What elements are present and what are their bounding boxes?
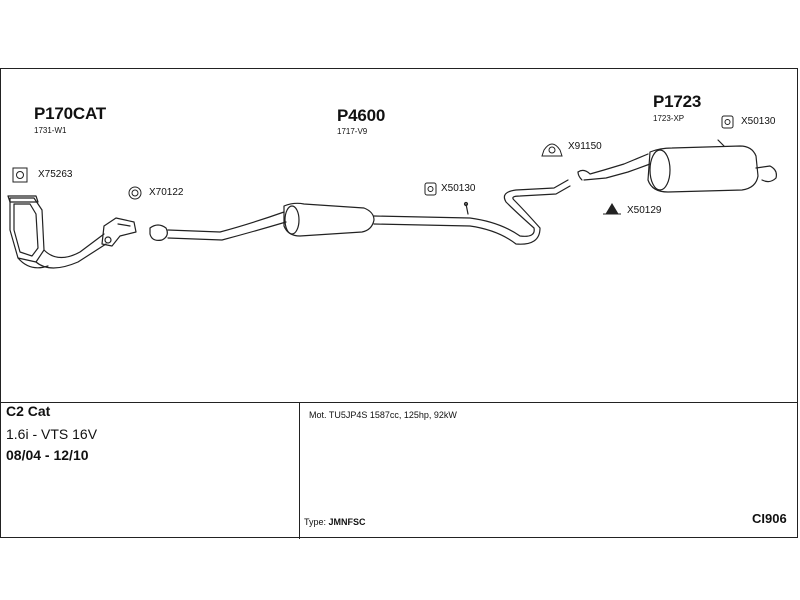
accessory-label: X50130 [441,183,476,194]
gasket-square-icon [12,167,28,183]
part-code-catalytic: P170CAT [34,104,106,123]
part-code-middle: P4600 [337,106,386,125]
type-label-text: Type: [304,517,327,527]
diagram-code: CI906 [752,511,787,526]
part-ref-rear: 1723-XP [653,114,685,123]
vehicle-dates: 08/04 - 12/10 [6,447,89,463]
rubber-hanger-icon [424,182,437,196]
divider-vertical [299,402,300,539]
vehicle-model: C2 Cat [6,403,51,419]
rear-silencer [577,139,777,193]
accessory-label: X75263 [38,169,73,180]
divider-horizontal [1,402,797,403]
accessory-label: X50130 [741,116,776,127]
ring-gasket-icon [128,186,142,200]
part-code-rear: P1723 [653,92,702,111]
part-ref-middle: 1717-V9 [337,127,368,136]
diagram-sheet [0,68,798,539]
catalytic-converter [7,195,137,269]
rubber-mount-icon [603,203,621,215]
type-label: Type: JMNFSC [304,517,366,527]
vehicle-engine: 1.6i - VTS 16V [6,426,98,442]
accessory-label: X70122 [149,187,184,198]
accessory-label: X50129 [627,205,662,216]
rubber-hanger-icon [721,115,734,129]
engine-info: Mot. TU5JP4S 1587cc, 125hp, 92kW [309,410,457,420]
type-value: JMNFSC [328,517,366,527]
part-ref-catalytic: 1731-W1 [34,126,67,135]
accessory-label: X91150 [568,141,602,152]
middle-silencer [149,179,571,245]
clamp-icon [541,143,563,157]
